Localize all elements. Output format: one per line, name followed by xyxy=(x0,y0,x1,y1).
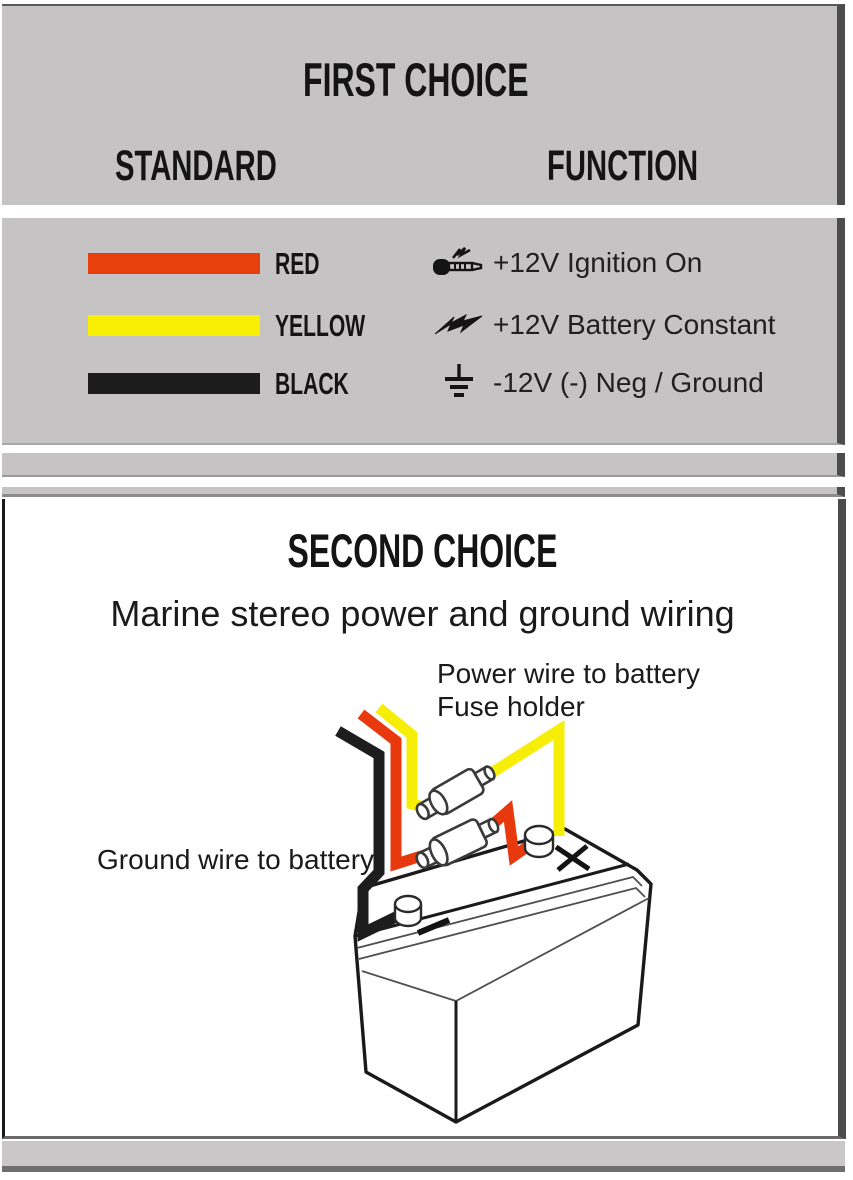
separator-bar-upper xyxy=(2,453,845,477)
second-choice-title-wrap: SECOND CHOICE xyxy=(0,527,845,574)
column-header-function-wrap: FUNCTION xyxy=(547,145,769,188)
wire-name-red-wrap: RED xyxy=(275,248,428,279)
column-header-standard: STANDARD xyxy=(115,142,277,190)
red-wire-swatch xyxy=(88,252,260,274)
second-choice-title: SECOND CHOICE xyxy=(287,524,558,577)
ignition-key-icon xyxy=(428,246,490,280)
wire-name-yellow: YELLOW xyxy=(275,307,366,343)
wire-name-yellow-wrap: YELLOW xyxy=(275,310,428,341)
yellow-wire-swatch xyxy=(88,314,260,336)
separator-bar-lower xyxy=(2,487,845,497)
wire-name-black: BLACK xyxy=(275,365,349,401)
first-choice-title-wrap: FIRST CHOICE xyxy=(2,56,829,103)
fuse-holder-label: Fuse holder xyxy=(437,691,585,722)
wire-name-red: RED xyxy=(275,245,320,281)
black-wire-swatch xyxy=(88,372,260,394)
legend-row-yellow: YELLOW +12V Battery Constant xyxy=(88,305,776,345)
wire-name-black-wrap: BLACK xyxy=(275,368,428,399)
power-wire-label: Power wire to battery Fuse holder xyxy=(437,657,700,723)
legend-row-red: RED +12V Ignition On xyxy=(88,243,702,283)
column-header-function: FUNCTION xyxy=(547,142,699,190)
function-text-red: +12V Ignition On xyxy=(493,247,703,278)
ground-symbol-icon xyxy=(428,362,490,404)
first-choice-panel: FIRST CHOICE STANDARD FUNCTION xyxy=(2,4,845,445)
ground-wire-label: Ground wire to battery xyxy=(97,844,375,875)
function-text-black: -12V (-) Neg / Ground xyxy=(493,367,764,398)
lightning-bolt-icon xyxy=(428,313,490,337)
function-text-yellow: +12V Battery Constant xyxy=(493,309,776,340)
legend-row-black: BLACK -12V (-) Neg / Ground xyxy=(88,363,764,403)
second-choice-subtitle: Marine stereo power and ground wiring xyxy=(110,593,735,634)
first-choice-title: FIRST CHOICE xyxy=(302,53,529,106)
power-wire-label-line1: Power wire to battery xyxy=(437,658,700,689)
bottom-separator-bar xyxy=(2,1141,845,1172)
header-divider-strip xyxy=(0,205,853,218)
column-header-standard-wrap: STANDARD xyxy=(115,145,353,188)
